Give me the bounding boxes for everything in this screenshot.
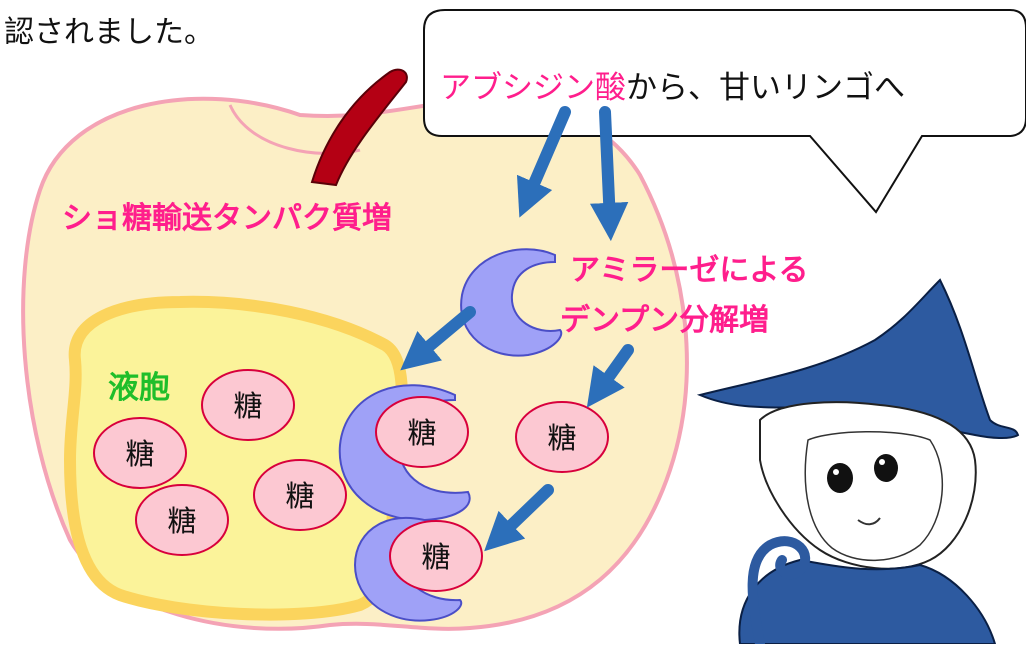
bubble-text: アブシジン酸から、甘いリンゴへ xyxy=(440,70,905,106)
wizard-face xyxy=(804,431,944,562)
caption-text: 認されました。 xyxy=(4,15,214,50)
wizard-mouth xyxy=(857,517,881,526)
label-sucrose-transporter: ショ糖輸送タンパク質増 xyxy=(62,201,392,236)
wizard-character xyxy=(696,278,1020,648)
sugar-7-label: 糖 xyxy=(421,540,450,574)
sugar-2-label: 糖 xyxy=(125,437,154,471)
sugar-4-label: 糖 xyxy=(167,504,196,538)
arrow-sugar-to-transporter xyxy=(484,484,554,552)
apple-stem xyxy=(310,68,408,187)
wizard-eye-right xyxy=(874,454,898,482)
sugar-7: 糖 xyxy=(389,520,483,592)
arrow-acid-to-transporter xyxy=(516,106,571,218)
arrow-enzyme-to-vacuole xyxy=(400,306,476,371)
speech-bubble xyxy=(423,9,1026,214)
sugar-3: 糖 xyxy=(253,459,347,531)
wizard-staff xyxy=(747,536,811,648)
bubble-highlight: アブシジン酸 xyxy=(440,70,626,106)
sugar-4: 糖 xyxy=(135,484,229,556)
label-amylase-line1: アミラーゼによる xyxy=(570,253,809,288)
wizard-eye-left xyxy=(827,463,853,493)
sugar-2: 糖 xyxy=(93,417,187,489)
bubble-rest: から、甘いリンゴへ xyxy=(626,70,905,106)
sugar-6-label: 糖 xyxy=(547,421,576,455)
arrow-starch-to-sugar xyxy=(586,344,634,408)
enzyme-transporter-1 xyxy=(460,248,563,357)
sugar-3-label: 糖 xyxy=(285,479,314,513)
sugar-5-label: 糖 xyxy=(407,416,436,450)
sugar-5: 糖 xyxy=(375,396,469,468)
sugar-1: 糖 xyxy=(201,369,295,441)
sugar-1-label: 糖 xyxy=(233,389,262,423)
arrow-acid-to-amylase xyxy=(589,106,629,242)
label-amylase-line2: デンプン分解増 xyxy=(560,303,769,338)
sugar-6: 糖 xyxy=(515,401,609,473)
label-vacuole: 液胞 xyxy=(108,370,170,406)
